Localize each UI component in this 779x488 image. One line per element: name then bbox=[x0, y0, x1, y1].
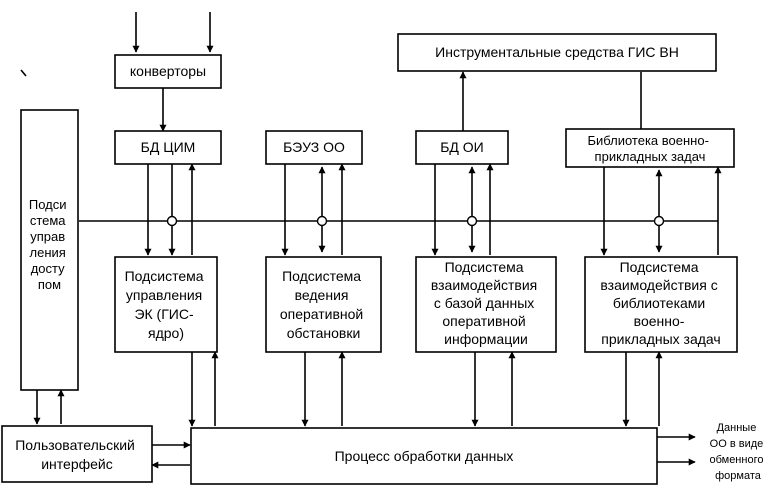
process-label: Процесс обработки данных bbox=[335, 448, 514, 464]
beuz-block: БЭУЗ ОО bbox=[265, 130, 363, 165]
ui-label: Пользовательский интерфейс bbox=[15, 437, 139, 472]
stray-mark bbox=[20, 69, 27, 77]
lib-interaction-subsystem-block: Подсистема взаимодействия с библиотеками… bbox=[584, 256, 738, 353]
tools-label: Инструментальные средства ГИС ВН bbox=[435, 44, 679, 60]
process-block: Процесс обработки данных bbox=[190, 427, 658, 485]
library-block: Библиотека военно- прикладных задач bbox=[565, 128, 735, 168]
library-label: Библиотека военно- прикладных задач bbox=[587, 133, 712, 164]
situation-subsystem-label: Подсистема ведения оперативной обстановк… bbox=[280, 268, 367, 341]
access-subsystem-label: Подси стема управ ления досту пом bbox=[29, 197, 70, 292]
db-oi-block: БД ОИ bbox=[415, 130, 509, 165]
tools-block: Инструментальные средства ГИС ВН bbox=[397, 33, 717, 72]
bus-junction-1 bbox=[166, 215, 178, 227]
ek-subsystem-label: Подсистема управления ЭК (ГИС- ядро) bbox=[125, 268, 208, 341]
db-cim-label: БД ЦИМ bbox=[141, 139, 196, 155]
db-interaction-subsystem-label: Подсистема взаимодействия с базой данных… bbox=[431, 259, 541, 347]
converters-label: конверторы bbox=[130, 63, 206, 79]
bus-junction-3 bbox=[466, 215, 478, 227]
ui-block: Пользовательский интерфейс bbox=[1, 425, 153, 483]
output-label: Данные ОО в виде обменного формата bbox=[709, 422, 766, 482]
db-interaction-subsystem-block: Подсистема взаимодействия с базой данных… bbox=[415, 256, 557, 353]
db-cim-block: БД ЦИМ bbox=[114, 130, 222, 165]
converters-block: конверторы bbox=[114, 54, 222, 89]
beuz-label: БЭУЗ ОО bbox=[283, 139, 345, 155]
bus-junction-2 bbox=[316, 215, 328, 227]
db-oi-label: БД ОИ bbox=[440, 139, 484, 155]
situation-subsystem-block: Подсистема ведения оперативной обстановк… bbox=[265, 256, 382, 353]
bus-junction-4 bbox=[653, 215, 665, 227]
connectors bbox=[33, 12, 722, 469]
access-subsystem-block: Подси стема управ ления досту пом bbox=[20, 109, 79, 391]
bus-junctions bbox=[166, 215, 665, 227]
lib-interaction-subsystem-label: Подсистема взаимодействия с библиотеками… bbox=[600, 259, 721, 347]
ek-subsystem-block: Подсистема управления ЭК (ГИС- ядро) bbox=[114, 256, 218, 353]
